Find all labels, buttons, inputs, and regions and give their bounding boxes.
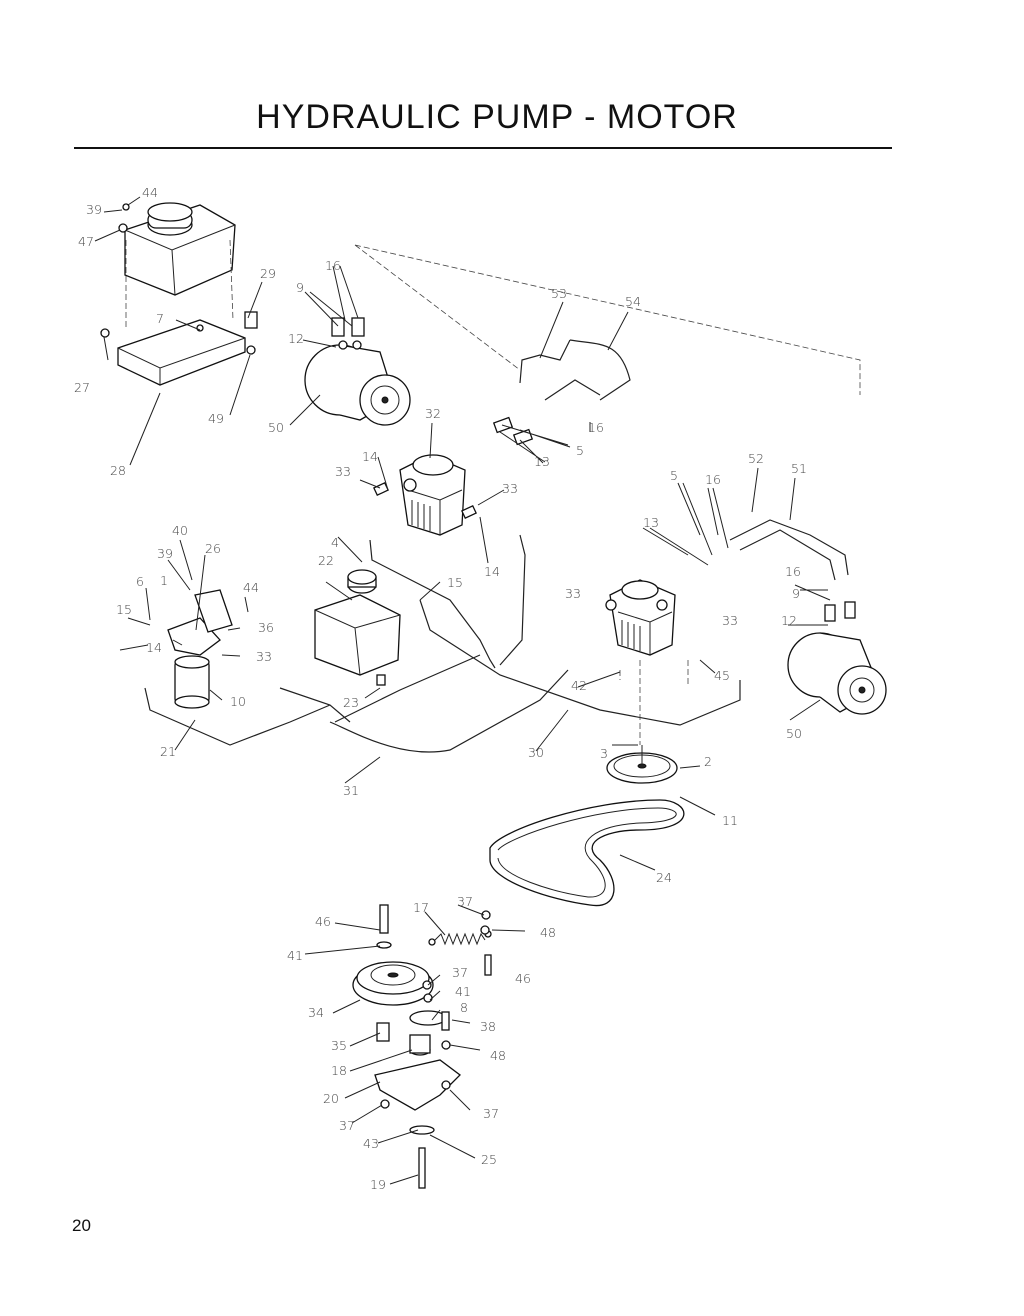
callout-44b: 44 (243, 580, 259, 595)
callout-52: 52 (748, 451, 764, 466)
callout-50: 50 (268, 420, 284, 435)
callout-40: 40 (172, 523, 188, 538)
callout-35: 35 (331, 1038, 347, 1053)
callout-14: 14 (362, 449, 378, 464)
callout-23: 23 (343, 695, 359, 710)
callout-48: 48 (540, 925, 556, 940)
hydraulic-hoses (144, 339, 849, 753)
callout-38: 38 (480, 1019, 496, 1034)
callout-leader-lines (94, 196, 831, 1185)
callout-42: 42 (571, 678, 587, 693)
callout-34: 34 (308, 1005, 324, 1020)
callout-51: 51 (791, 461, 807, 476)
callout-16b: 16 (588, 420, 604, 435)
callout-46: 46 (315, 914, 331, 929)
hydraulic-pump-left (399, 454, 466, 536)
callout-48b: 48 (490, 1048, 506, 1063)
callout-7: 7 (156, 311, 164, 326)
callout-16c: 16 (705, 472, 721, 487)
callout-5b: 5 (670, 468, 678, 483)
callout-13: 13 (534, 454, 550, 469)
callout-16: 16 (325, 258, 341, 273)
callout-27: 27 (74, 380, 90, 395)
idler-bolt-and-washers (376, 904, 435, 1189)
callout-33c: 33 (256, 649, 272, 664)
callout-45: 45 (714, 668, 730, 683)
callout-39b: 39 (157, 546, 173, 561)
callout-labels: 39 44 47 29 7 27 49 28 16 9 12 50 53 54 … (74, 185, 807, 1192)
callout-28: 28 (110, 463, 126, 478)
callout-15b: 15 (447, 575, 463, 590)
auxiliary-reservoir (314, 569, 401, 686)
callout-4: 4 (331, 535, 339, 550)
callout-43: 43 (363, 1136, 379, 1151)
callout-26: 26 (205, 541, 221, 556)
callout-14c: 14 (146, 640, 162, 655)
callout-2: 2 (704, 754, 712, 769)
callout-15: 15 (116, 602, 132, 617)
hydraulic-motor-left (304, 317, 411, 426)
callout-5: 5 (576, 443, 584, 458)
hydraulic-pump-right (605, 579, 676, 656)
callout-24: 24 (656, 870, 672, 885)
callout-14b: 14 (484, 564, 500, 579)
callout-53: 53 (551, 286, 567, 301)
idler-hardware (380, 910, 492, 1109)
reservoir-bracket (117, 311, 258, 386)
callout-37d: 37 (483, 1106, 499, 1121)
page-number: 20 (72, 1216, 91, 1235)
callout-33b: 33 (502, 481, 518, 496)
callout-8: 8 (460, 1000, 468, 1015)
callout-46b: 46 (515, 971, 531, 986)
oil-filter (167, 589, 233, 709)
page-title: HYDRAULIC PUMP - MOTOR (256, 98, 738, 136)
callout-29: 29 (260, 266, 276, 281)
callout-6: 6 (136, 574, 144, 589)
callout-32: 32 (425, 406, 441, 421)
callout-33e: 33 (722, 613, 738, 628)
callout-36: 36 (258, 620, 274, 635)
callout-12b: 12 (781, 613, 797, 628)
title-divider (74, 147, 892, 149)
callout-33: 33 (335, 464, 351, 479)
callout-11: 11 (722, 813, 738, 828)
callout-10: 10 (230, 694, 246, 709)
callout-25: 25 (481, 1152, 497, 1167)
drive-pulley (606, 745, 678, 784)
callout-30: 30 (528, 745, 544, 760)
callout-19: 19 (370, 1177, 386, 1192)
idler-arm (374, 1010, 461, 1111)
callout-20: 20 (323, 1091, 339, 1106)
callout-1: 1 (160, 573, 168, 588)
callout-22: 22 (318, 553, 334, 568)
callout-12: 12 (288, 331, 304, 346)
callout-37c: 37 (452, 965, 468, 980)
reservoir-tank (124, 202, 236, 296)
callout-47: 47 (78, 234, 94, 249)
callout-39: 39 (86, 202, 102, 217)
callout-21: 21 (160, 744, 176, 759)
drive-belt (489, 799, 685, 907)
callout-17: 17 (413, 900, 429, 915)
callout-49: 49 (208, 411, 224, 426)
callout-31: 31 (343, 783, 359, 798)
callout-44: 44 (142, 185, 158, 200)
callout-37: 37 (339, 1118, 355, 1133)
small-hardware-tank (100, 203, 256, 355)
callout-16d: 16 (785, 564, 801, 579)
callout-33d: 33 (565, 586, 581, 601)
hydraulic-motor-right (787, 601, 887, 715)
callout-41b: 41 (455, 984, 471, 999)
idler-pulley (352, 961, 434, 1006)
callout-54: 54 (625, 294, 641, 309)
callout-3: 3 (600, 746, 608, 761)
callout-50b: 50 (786, 726, 802, 741)
callout-13b: 13 (643, 515, 659, 530)
callout-37b: 37 (457, 894, 473, 909)
callout-18: 18 (331, 1063, 347, 1078)
callout-9b: 9 (792, 586, 800, 601)
callout-41: 41 (287, 948, 303, 963)
callout-9: 9 (296, 280, 304, 295)
